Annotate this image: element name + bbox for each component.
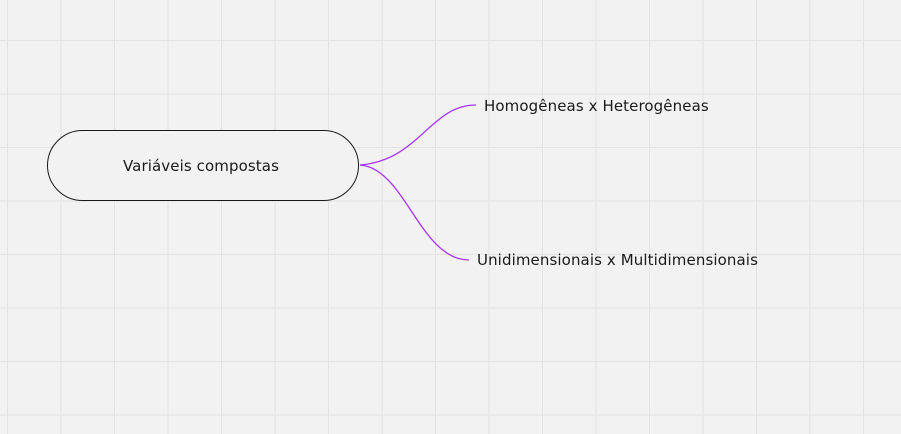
- connector-branch-1: [359, 104, 477, 166]
- root-node[interactable]: Variáveis compostas: [47, 130, 359, 201]
- branch-node-unidimensionais[interactable]: Unidimensionais x Multidimensionais: [477, 251, 758, 269]
- root-node-label: Variáveis compostas: [122, 156, 279, 175]
- branch-node-homogeneas[interactable]: Homogêneas x Heterogêneas: [484, 97, 709, 115]
- connector-branch-2: [359, 164, 470, 261]
